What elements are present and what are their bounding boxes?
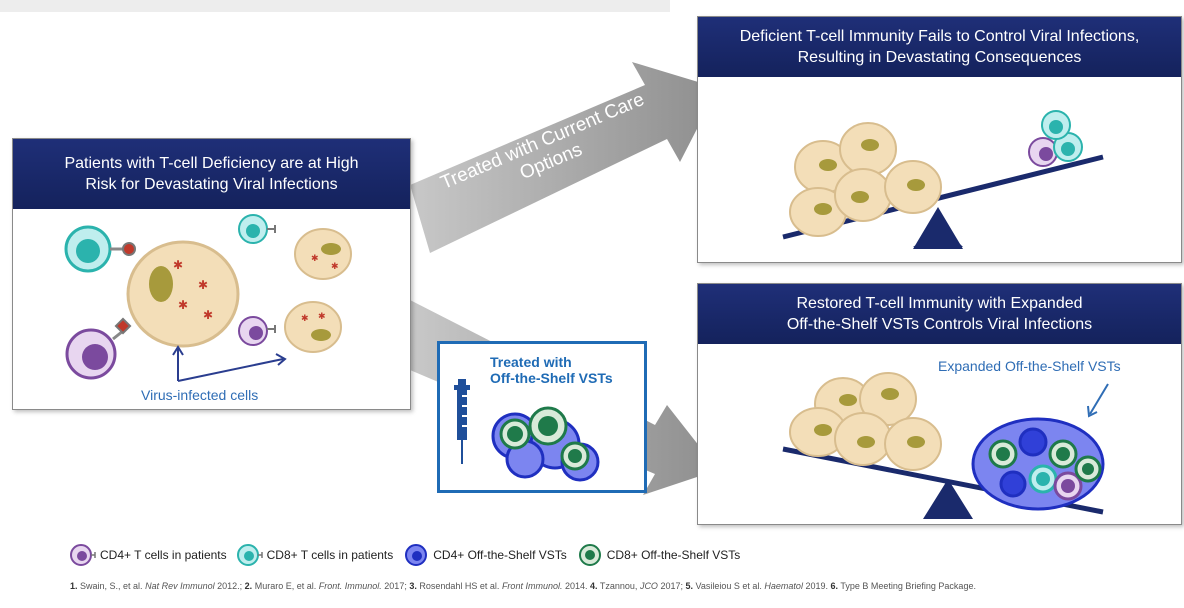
small-teal-cell-icon <box>238 214 276 244</box>
references: 1. Swain, S., et al. Nat Rev Immunol 201… <box>70 581 976 591</box>
svg-text:✱: ✱ <box>311 253 319 263</box>
top-right-panel-title: Deficient T-cell Immunity Fails to Contr… <box>698 17 1181 77</box>
small-purple-cell-icon <box>238 316 276 346</box>
bottom-right-panel: Restored T-cell Immunity with Expanded O… <box>697 283 1182 525</box>
top-bar <box>0 0 670 12</box>
svg-text:✱: ✱ <box>198 278 208 292</box>
legend-item-cd4-patient: CD4+ T cells in patients <box>70 543 227 567</box>
infected-cell-pile <box>789 122 942 237</box>
infected-cell-large: ✱ ✱ ✱ ✱ <box>126 240 240 348</box>
green-vst-icon <box>578 544 601 566</box>
svg-text:✱: ✱ <box>331 261 339 271</box>
infected-cell-small-2: ✱ ✱ <box>284 301 342 353</box>
vst-box-title: Treated with Off-the-Shelf VSTs <box>490 354 613 386</box>
legend-item-cd4-vst: CD4+ Off-the-Shelf VSTs <box>403 543 567 567</box>
vst-cluster-icon <box>491 406 600 482</box>
svg-text:✱: ✱ <box>178 298 188 312</box>
infected-cell-pile-2 <box>789 372 942 471</box>
legend-item-cd8-vst: CD8+ Off-the-Shelf VSTs <box>577 543 740 567</box>
left-panel-illustration: ✱ ✱ ✱ ✱ ✱ ✱ <box>64 214 352 382</box>
virus-pointer-lines <box>172 345 287 382</box>
left-panel: Patients with T-cell Deficiency are at H… <box>12 138 411 410</box>
blue-vst-icon <box>405 544 428 566</box>
few-tcells-icon <box>1028 110 1083 167</box>
svg-text:✱: ✱ <box>301 313 309 323</box>
purple-tcell-icon <box>65 317 132 380</box>
bottom-right-panel-title: Restored T-cell Immunity with Expanded O… <box>698 284 1181 344</box>
teal-tcell-icon <box>64 225 136 273</box>
vst-pile-icon <box>971 417 1105 511</box>
purple-cell-icon <box>70 544 96 566</box>
syringe-icon <box>454 379 470 464</box>
infected-cell-small-1: ✱ ✱ <box>294 228 352 280</box>
svg-text:✱: ✱ <box>173 258 183 272</box>
left-panel-title: Patients with T-cell Deficiency are at H… <box>13 139 410 209</box>
virus-infected-label: Virus-infected cells <box>141 387 259 403</box>
expanded-vsts-label: Expanded Off-the-Shelf VSTs <box>938 358 1121 374</box>
balanced-scale-illustration <box>782 372 1109 519</box>
legend: CD4+ T cells in patients CD8+ T cells in… <box>70 540 750 570</box>
vst-treatment-box: Treated with Off-the-Shelf VSTs <box>437 341 647 493</box>
upper-arrow <box>410 62 718 253</box>
vst-box-illustration <box>454 379 600 482</box>
legend-item-cd8-patient: CD8+ T cells in patients <box>236 543 393 567</box>
svg-text:✱: ✱ <box>318 311 326 321</box>
svg-text:✱: ✱ <box>203 308 213 322</box>
teal-cell-icon <box>236 544 263 566</box>
imbalanced-scale-illustration <box>782 110 1104 249</box>
top-right-panel: Deficient T-cell Immunity Fails to Contr… <box>697 16 1182 263</box>
